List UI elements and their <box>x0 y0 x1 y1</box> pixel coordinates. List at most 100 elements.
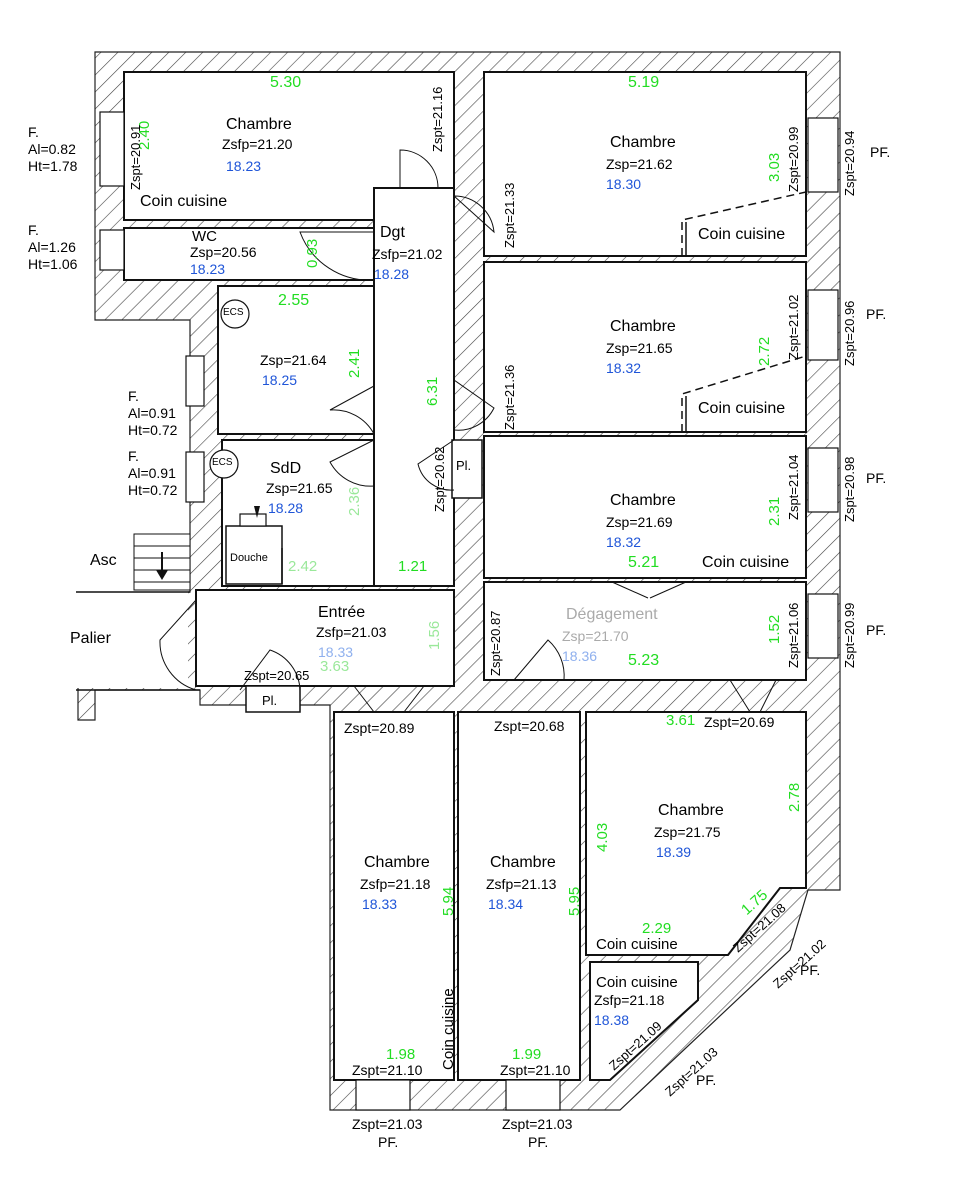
dim-label: 2.36 <box>346 486 363 516</box>
room-zsp: Zsp=21.65 <box>606 340 673 356</box>
pf-label: PF. <box>800 962 821 978</box>
fixtures <box>133 191 807 713</box>
room-height: 18.34 <box>488 896 524 912</box>
zspt-label: Zspt=20.69 <box>704 714 775 730</box>
room-zsp: Zsfp=21.18 <box>594 992 665 1008</box>
dim-label: 2.41 <box>346 348 363 378</box>
ecs-label: ECS <box>212 457 233 468</box>
dim-label: 1.21 <box>398 558 428 575</box>
dim-label: 1.99 <box>512 1046 542 1063</box>
room-zsp: Zsp=21.65 <box>266 480 333 496</box>
room-chambre-b1 <box>333 711 455 1081</box>
dim-label: 5.94 <box>440 886 457 916</box>
room-zsp: Zsfp=21.03 <box>316 624 387 640</box>
dim-label: 1.98 <box>386 1046 416 1063</box>
dim-label: 2.29 <box>642 920 672 937</box>
palier-label: Palier <box>70 630 111 647</box>
dim-label: 2.55 <box>278 292 310 309</box>
pf-label: PF. <box>866 470 887 486</box>
rooms <box>123 71 807 1081</box>
dim-label: 5.95 <box>566 886 583 916</box>
dim-label: 5.19 <box>628 74 660 91</box>
room-zsp: Zsfp=21.02 <box>372 246 443 262</box>
dim-label: 1.56 <box>426 620 443 650</box>
room-chambre-r2 <box>483 261 807 433</box>
room-name: Chambre <box>226 116 292 133</box>
zspt-label: Zspt=20.98 <box>842 456 857 522</box>
dim-label: 2.42 <box>288 558 318 575</box>
dim-label: 6.31 <box>424 376 441 406</box>
zspt-label: Zspt=20.87 <box>488 610 503 676</box>
zspt-label: Zspt=21.02 <box>786 294 801 360</box>
room-height: 18.32 <box>606 534 642 550</box>
room-extra: Coin cuisine <box>702 554 790 571</box>
room-extra: Coin cuisine <box>698 226 786 243</box>
room-name: Coin cuisine <box>596 974 678 991</box>
room-chambre-b2 <box>457 711 581 1081</box>
room-height: 18.28 <box>268 500 304 516</box>
staircase <box>133 533 191 591</box>
room-dgt <box>373 187 455 587</box>
zspt-label: Zspt=21.03 <box>352 1116 423 1132</box>
room-entree <box>195 589 455 687</box>
zspt-label: Zspt=20.62 <box>432 446 447 512</box>
closet-pl <box>245 685 301 713</box>
doors <box>159 149 777 713</box>
pf-label: PF. <box>528 1134 549 1150</box>
drain-arrow-icon <box>254 506 260 518</box>
room-name: SdD <box>270 460 302 477</box>
zspt-label: Zspt=20.99 <box>842 602 857 668</box>
zspt-label: Zspt=20.99 <box>786 126 801 192</box>
dim-label: 2.78 <box>786 782 803 812</box>
room-zsp: Zsp=21.64 <box>260 352 327 368</box>
zspt-label: Zspt=21.33 <box>502 182 517 248</box>
dim-label: 2.31 <box>766 496 783 526</box>
dim-label: 3.63 <box>320 658 350 675</box>
zspt-label: Zspt=20.94 <box>842 130 857 196</box>
room-wc <box>123 227 375 281</box>
pf-label: PF. <box>378 1134 399 1150</box>
dim-label: 4.03 <box>594 822 611 852</box>
dim-label: 5.30 <box>270 74 302 91</box>
stairs-down-arrow-icon <box>156 570 168 580</box>
room-chambre-b3 <box>585 711 807 956</box>
zspt-label: Zspt=21.36 <box>502 364 517 430</box>
room-height: 18.36 <box>562 648 598 664</box>
room-name: Chambre <box>610 134 676 151</box>
room-name: Chambre <box>364 854 430 871</box>
room-zsp: Zsp=21.62 <box>606 156 673 172</box>
pf-label: PF. <box>866 306 887 322</box>
room-extra: Coin cuisine <box>596 936 678 953</box>
room-extra: Coin cuisine <box>440 988 457 1070</box>
room-degagement <box>483 581 807 681</box>
zspt-label: Zspt=20.96 <box>842 300 857 366</box>
room-name: Chambre <box>658 802 724 819</box>
room-zsp: Zsfp=21.20 <box>222 136 293 152</box>
pl-label: Pl. <box>262 693 278 708</box>
dim-label: 3.61 <box>666 712 696 729</box>
room-height: 18.33 <box>362 896 398 912</box>
room-height: 18.32 <box>606 360 642 376</box>
room-height: 18.25 <box>262 372 298 388</box>
room-coin-cuisine-b4 <box>589 961 699 1081</box>
room-zsp: Zsfp=21.18 <box>360 876 431 892</box>
room-height: 18.23 <box>190 261 226 277</box>
shower-label: Douche <box>230 552 268 564</box>
room-chambre-r3 <box>483 435 807 579</box>
zspt-label: Zspt=20.89 <box>344 720 415 736</box>
room-chambre-r1 <box>483 71 807 257</box>
ecs-water-heater-icon <box>220 299 250 329</box>
room-height: 18.28 <box>374 266 410 282</box>
ecs-water-heater-icon <box>209 449 239 479</box>
zspt-label: Zspt=21.10 <box>500 1062 571 1078</box>
room-name: Chambre <box>610 318 676 335</box>
window-note-3: F. Al=0.91 Ht=0.72 <box>128 388 178 438</box>
asc-label: Asc <box>90 552 117 569</box>
window-note-1: F. Al=0.82 Ht=1.78 <box>28 124 78 174</box>
zspt-label: Zspt=21.16 <box>430 86 445 152</box>
zspt-label: Zspt=20.65 <box>244 668 310 683</box>
window-note-2: F. Al=1.26 Ht=1.06 <box>28 222 78 272</box>
dim-label: 0.93 <box>304 238 321 268</box>
room-height: 18.30 <box>606 176 642 192</box>
